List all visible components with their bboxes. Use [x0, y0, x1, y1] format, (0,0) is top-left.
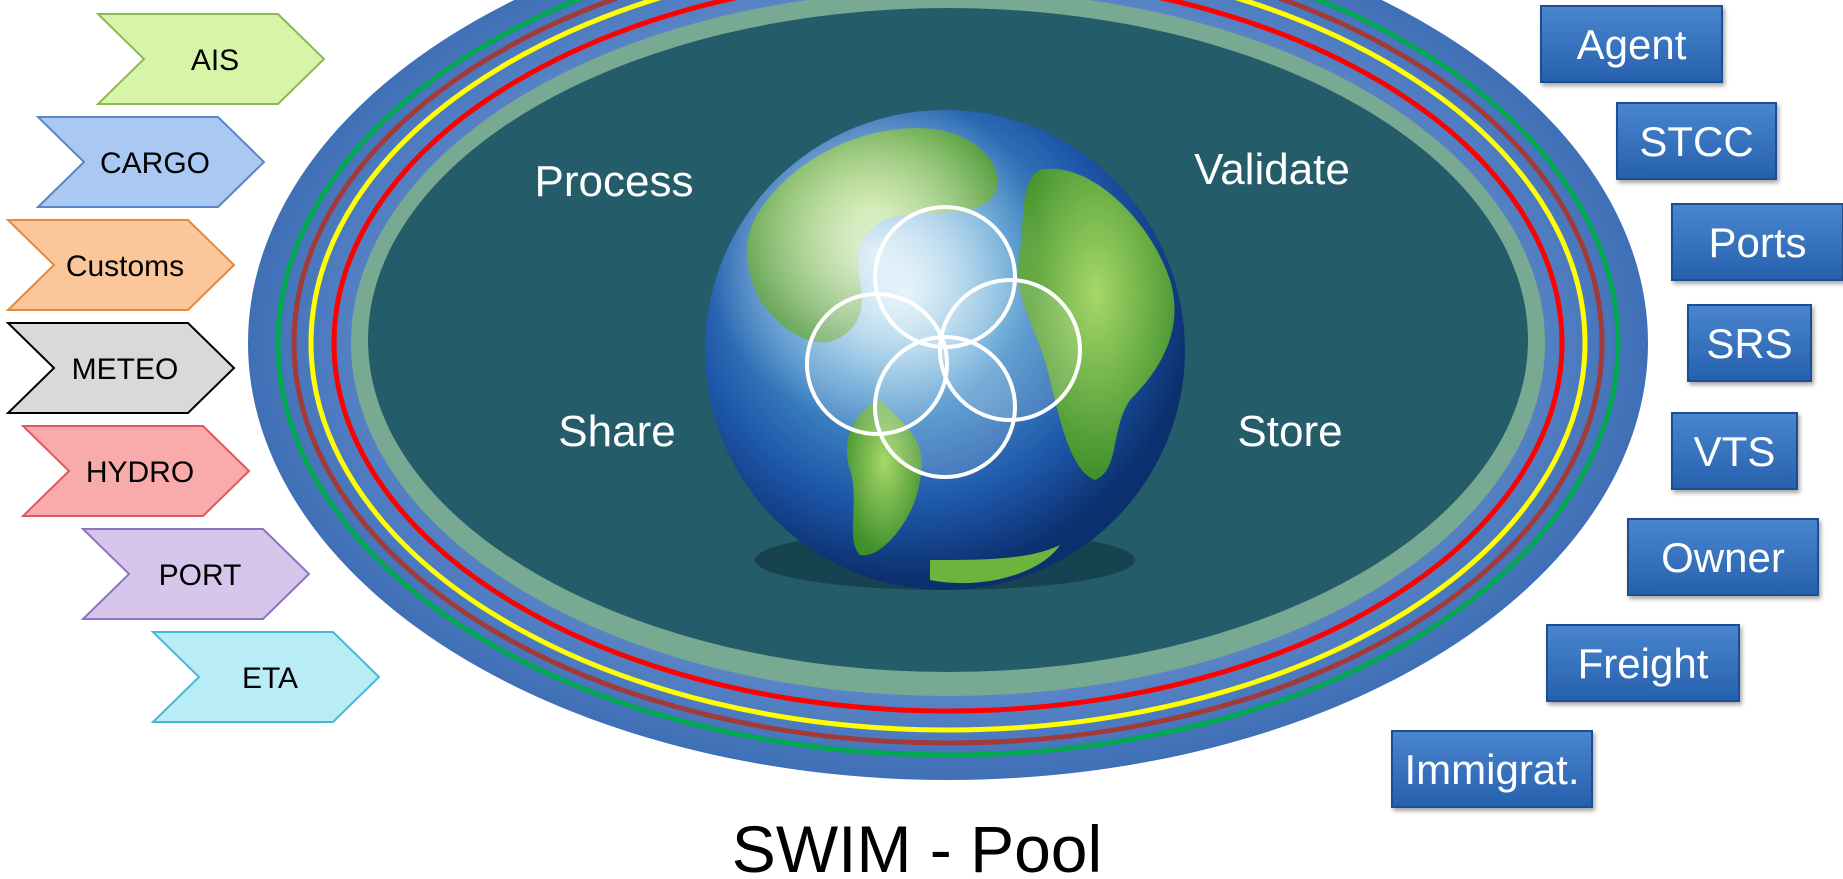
- stakeholder-owner: Owner: [1627, 518, 1819, 596]
- chevron-label: AIS: [191, 44, 239, 77]
- diagram-title: SWIM - Pool: [732, 812, 1102, 879]
- stakeholder-box: [1616, 102, 1777, 180]
- chevron-customs: Customs: [5, 219, 236, 311]
- interlocking-circles-icon: [805, 205, 1082, 479]
- stakeholder-label: SRS: [1706, 320, 1792, 367]
- pool-ring-red: [331, 0, 1565, 714]
- stakeholder-vts: VTS: [1671, 412, 1798, 490]
- chevron-shape: [95, 13, 326, 105]
- chevron-shape: [80, 528, 311, 620]
- chevron-shape: [35, 116, 266, 208]
- stakeholder-box: [1391, 730, 1593, 808]
- stakeholder-label: VTS: [1694, 428, 1776, 475]
- stakeholder-label: Owner: [1661, 534, 1785, 581]
- chevron-label: PORT: [159, 559, 242, 592]
- stakeholder-box: [1687, 304, 1812, 382]
- chevron-label: HYDRO: [86, 456, 194, 489]
- stakeholder-label: Freight: [1578, 640, 1709, 687]
- stakeholder-agent: Agent: [1540, 5, 1723, 83]
- chevron-shape: [5, 322, 236, 414]
- stakeholder-freight: Freight: [1546, 624, 1740, 702]
- pool-ring-yellow: [308, 0, 1588, 733]
- chevron-shape: [150, 631, 381, 723]
- chevron-shape: [20, 425, 251, 517]
- globe-icon: [705, 110, 1185, 590]
- stakeholder-stcc: STCC: [1616, 102, 1777, 180]
- pool-ring-green: [275, 0, 1621, 758]
- stakeholder-srs: SRS: [1687, 304, 1812, 382]
- chevron-shape: [5, 219, 236, 311]
- stakeholder-box: [1627, 518, 1819, 596]
- chevron-eta: ETA: [150, 631, 381, 723]
- chevron-port: PORT: [80, 528, 311, 620]
- chevron-label: ETA: [242, 662, 298, 695]
- chevron-hydro: HYDRO: [20, 425, 251, 517]
- chevron-meteo: METEO: [5, 322, 236, 414]
- label-process: Process: [535, 157, 694, 206]
- stakeholder-box: [1671, 412, 1798, 490]
- stakeholder-label: Immigrat.: [1404, 746, 1579, 793]
- stakeholder-box: [1546, 624, 1740, 702]
- stakeholder-box: [1540, 5, 1723, 83]
- stakeholder-ports: Ports: [1671, 203, 1843, 281]
- label-share: Share: [558, 407, 675, 456]
- stakeholder-box: [1671, 203, 1843, 281]
- label-store: Store: [1237, 407, 1342, 456]
- chevron-cargo: CARGO: [35, 116, 266, 208]
- chevron-label: Customs: [66, 250, 184, 283]
- label-validate: Validate: [1194, 145, 1350, 194]
- stakeholder-label: Agent: [1577, 21, 1687, 68]
- chevron-label: CARGO: [100, 147, 210, 180]
- chevron-ais: AIS: [95, 13, 326, 105]
- stakeholder-label: STCC: [1639, 118, 1753, 165]
- chevron-label: METEO: [72, 353, 179, 386]
- stakeholder-label: Ports: [1708, 219, 1806, 266]
- stakeholder-immigrat: Immigrat.: [1391, 730, 1593, 808]
- pool-ring-brown: [291, 0, 1605, 746]
